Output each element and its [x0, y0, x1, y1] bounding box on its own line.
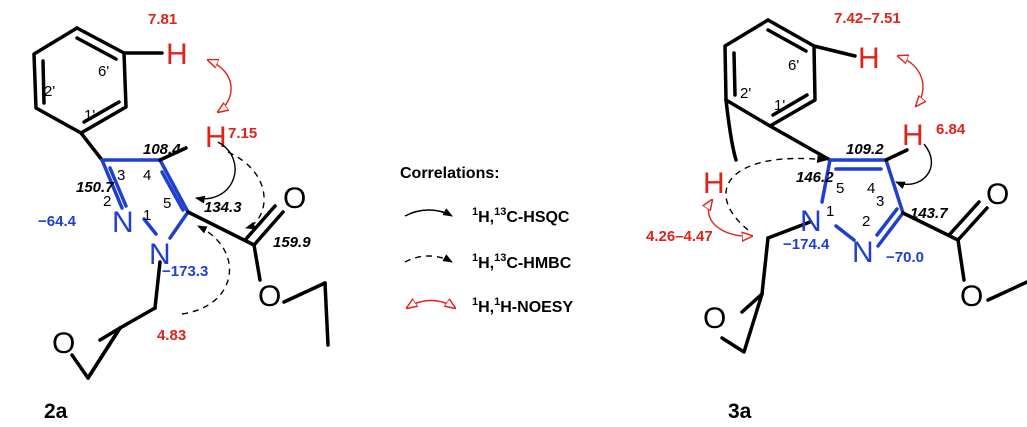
- shift-c5: 134.3: [204, 199, 242, 216]
- pyrazole-ring: [100, 158, 190, 240]
- pos-2prime: 2': [740, 85, 751, 102]
- phenyl-ring: [723, 18, 817, 128]
- compound-label-3a: 3a: [728, 400, 752, 423]
- c2prime-h-bond: [724, 98, 738, 162]
- shift-h4: 6.84: [936, 121, 966, 138]
- c-o-bond: [252, 243, 262, 282]
- shift-n2: −70.0: [886, 249, 924, 266]
- h-ortho-atom: H: [166, 38, 188, 71]
- shift-co: 159.9: [273, 234, 311, 251]
- pos-2: 2: [862, 213, 870, 230]
- ph-c3-bond: [79, 131, 104, 162]
- hsqc-arrow-3a: [895, 143, 933, 190]
- shift-ch2: 4.26–4.47: [646, 228, 713, 245]
- shift-c4: 109.2: [846, 141, 884, 158]
- h-ortho-atom: H: [858, 42, 880, 75]
- c-h-bond: [812, 44, 857, 58]
- legend-hmbc-label: 1H,13C-HMBC: [472, 252, 572, 272]
- phenyl-ring: [32, 26, 128, 135]
- co-double-1: [252, 210, 285, 247]
- compound-2a: H H N N O O O 1 2 3 4 5 1' 2' 6' 7.81 7.…: [32, 11, 330, 423]
- c4-h-bond: [158, 146, 188, 162]
- o-epoxide-atom: O: [52, 327, 75, 360]
- pos-1prime: 1': [774, 97, 785, 114]
- pos-4: 4: [143, 167, 151, 184]
- shift-c3: 143.7: [910, 205, 948, 222]
- noesy-arrow-ch2-3a: [708, 200, 752, 236]
- legend-title: Correlations:: [400, 165, 500, 182]
- epoxide-bond-c: [98, 326, 122, 342]
- o-epoxide-atom: O: [703, 302, 726, 335]
- n2-atom: N: [112, 206, 134, 239]
- pos-6prime: 6': [98, 63, 109, 80]
- pyrazole-ring: [820, 158, 905, 248]
- ch2-epox-bond: [760, 236, 770, 296]
- shift-n1: −174.4: [783, 236, 830, 253]
- pos-6prime: 6': [788, 57, 799, 74]
- o-ester-atom: O: [258, 280, 281, 313]
- shift-h-ortho: 7.81: [148, 11, 177, 28]
- shift-c4: 108.4: [143, 141, 181, 158]
- hsqc-arrow-2a: [195, 141, 236, 204]
- co-double-1: [956, 206, 989, 242]
- epoxide-bond-b: [86, 326, 122, 380]
- o-carbonyl-atom: O: [986, 178, 1009, 211]
- shift-c3: 150.7: [76, 179, 114, 196]
- c-o-bond: [956, 238, 966, 282]
- c5-co-bond: [186, 210, 256, 247]
- pos-3: 3: [117, 167, 125, 184]
- legend-hsqc-arrow: [404, 208, 453, 217]
- epoxide-bond-a: [720, 292, 764, 354]
- legend-noesy-arrow: [407, 301, 455, 309]
- n1-atom: N: [800, 205, 822, 238]
- compound-label-2a: 2a: [44, 400, 68, 423]
- pos-5: 5: [836, 180, 844, 197]
- n1-atom: N: [149, 238, 171, 271]
- shift-n1: −173.3: [162, 263, 208, 280]
- ph-c5-bond: [768, 124, 832, 162]
- legend-hmbc-arrow: [404, 254, 453, 263]
- h4-atom: H: [205, 121, 227, 154]
- pos-1: 1: [143, 207, 151, 224]
- pos-1prime: 1': [84, 107, 95, 124]
- noesy-arrow-2a: [208, 60, 232, 112]
- o-ester-atom: O: [960, 280, 983, 313]
- ch2-epox-bond: [118, 306, 157, 330]
- shift-n2: −64.4: [38, 213, 77, 230]
- h-ch2-atom: H: [703, 167, 725, 200]
- hmbc-arrow-c5-2a: [181, 225, 231, 315]
- legend-noesy-label: 1H,1H-NOESY: [472, 296, 573, 316]
- pos-3: 3: [876, 193, 884, 210]
- h4-atom: H: [902, 119, 924, 152]
- shift-h-ortho: 7.42–7.51: [834, 10, 901, 27]
- co-double-2: [244, 204, 277, 241]
- legend: Correlations: 1H,13C-HSQC 1H,13C-HMBC 1H…: [400, 165, 573, 316]
- pos-4: 4: [867, 180, 875, 197]
- noesy-arrow-ortho-3a: [898, 56, 923, 106]
- pos-1: 1: [826, 203, 834, 220]
- pos-5: 5: [163, 195, 171, 212]
- ethyl-bond: [323, 281, 330, 347]
- hmbc-arrow-co-2a: [227, 151, 265, 230]
- o-ch2-bond: [986, 280, 1027, 302]
- co-double-2: [948, 200, 981, 236]
- c3-co-bond: [901, 211, 960, 242]
- o-ch2-bond: [282, 281, 327, 304]
- o-carbonyl-atom: O: [283, 182, 306, 215]
- shift-ch2: 4.83: [157, 327, 186, 344]
- n-ch2-bond: [153, 260, 162, 310]
- epoxide-bond-a: [70, 326, 122, 380]
- shift-c5: 146.2: [796, 169, 834, 186]
- shift-h4: 7.15: [228, 125, 257, 142]
- n2-atom: N: [852, 236, 874, 269]
- c4-h-bond: [884, 148, 909, 162]
- pos-2: 2: [103, 193, 111, 210]
- pos-2prime: 2': [44, 83, 55, 100]
- compound-3a: H H H N N O O O 1 2 3 4 5 1' 2' 6' 7.42–…: [646, 10, 1027, 423]
- n-ch2-bond: [766, 220, 812, 240]
- legend-hsqc-label: 1H,13C-HSQC: [472, 206, 570, 226]
- epoxide-bond-b: [740, 292, 764, 314]
